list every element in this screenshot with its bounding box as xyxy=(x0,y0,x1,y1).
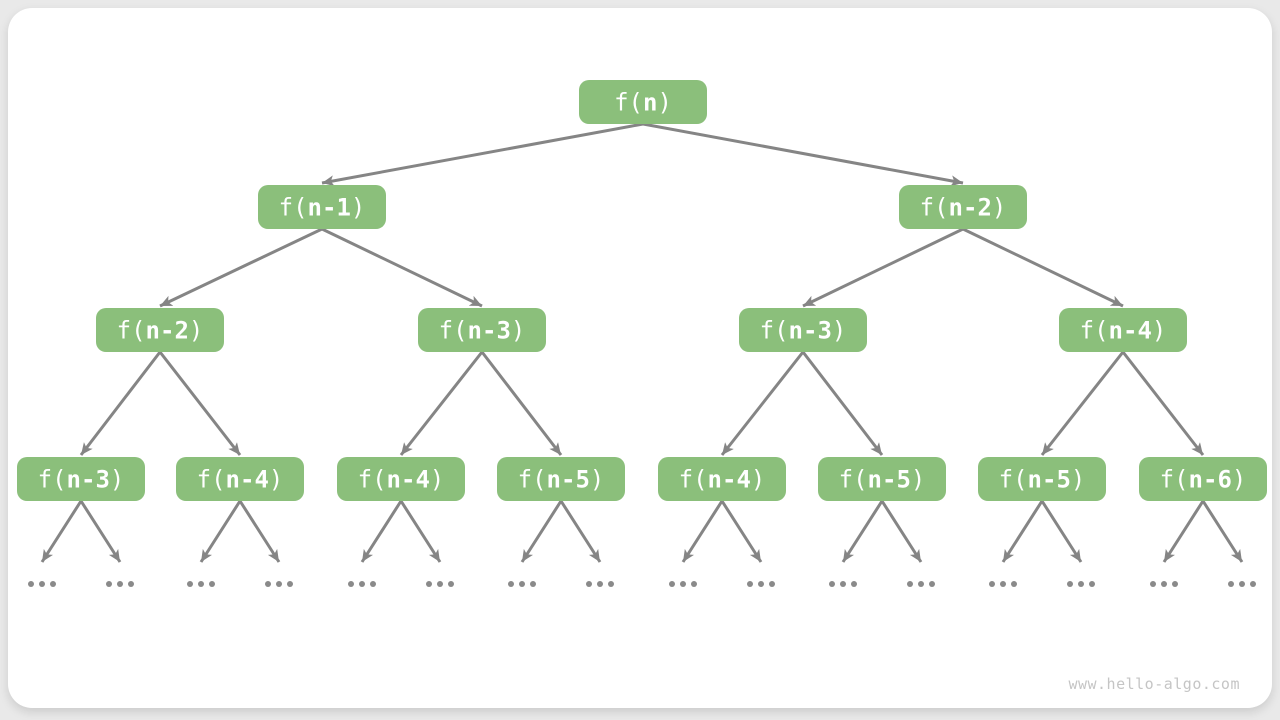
ellipsis-dots xyxy=(669,581,697,587)
edge-arrow xyxy=(238,500,281,563)
tree-node: f(n-3) xyxy=(739,308,867,352)
ellipsis-dots xyxy=(187,581,215,587)
edge-arrow xyxy=(159,227,323,308)
node-label: f(n-3) xyxy=(439,317,526,345)
edge-arrow xyxy=(1040,351,1125,456)
edge-arrow xyxy=(962,227,1124,308)
edge-arrow xyxy=(321,122,644,187)
ellipsis-dots xyxy=(426,581,454,587)
edge-arrow xyxy=(1121,351,1205,456)
node-label: f(n-4) xyxy=(679,466,766,494)
ellipsis-dots xyxy=(1067,581,1095,587)
node-label: f(n-1) xyxy=(279,194,366,222)
ellipsis-dots xyxy=(829,581,857,587)
edge-arrow xyxy=(642,122,964,187)
tree-node: f(n-2) xyxy=(96,308,224,352)
edge-arrow xyxy=(158,351,242,456)
edge-arrow xyxy=(1201,500,1244,563)
node-label: f(n-5) xyxy=(518,466,605,494)
edge-arrow xyxy=(520,500,563,563)
node-label: f(n-4) xyxy=(358,466,445,494)
edge-arrow xyxy=(681,500,724,563)
tree-node: f(n-4) xyxy=(176,457,304,501)
tree-node: f(n-2) xyxy=(899,185,1027,229)
edge-arrow xyxy=(399,500,442,563)
node-label: f(n-3) xyxy=(38,466,125,494)
edge-arrow xyxy=(40,500,83,563)
node-label: f(n-2) xyxy=(117,317,204,345)
tree-node: f(n-5) xyxy=(497,457,625,501)
edge-arrow xyxy=(801,351,884,456)
ellipsis-dots xyxy=(989,581,1017,587)
node-label: f(n-5) xyxy=(839,466,926,494)
tree-node: f(n-1) xyxy=(258,185,386,229)
edge-arrow xyxy=(720,351,805,456)
tree-node: f(n) xyxy=(579,80,707,124)
ellipsis-dots xyxy=(1150,581,1178,587)
tree-node: f(n-3) xyxy=(418,308,546,352)
node-label: f(n-4) xyxy=(1080,317,1167,345)
edge-arrow xyxy=(559,500,602,563)
edge-arrow xyxy=(880,500,923,563)
ellipsis-dots xyxy=(106,581,134,587)
ellipsis-dots xyxy=(348,581,376,587)
edge-arrow xyxy=(399,351,484,456)
watermark-text: www.hello-algo.com xyxy=(1068,675,1240,693)
node-label: f(n-2) xyxy=(920,194,1007,222)
edge-arrow xyxy=(321,227,483,308)
node-label: f(n) xyxy=(614,89,672,117)
node-label: f(n-4) xyxy=(197,466,284,494)
node-label: f(n-6) xyxy=(1160,466,1247,494)
ellipsis-dots xyxy=(28,581,56,587)
node-label: f(n-5) xyxy=(999,466,1086,494)
edge-arrow xyxy=(1001,500,1044,563)
edge-arrow xyxy=(480,351,563,456)
edge-arrow xyxy=(79,351,162,456)
tree-node: f(n-3) xyxy=(17,457,145,501)
tree-node: f(n-5) xyxy=(818,457,946,501)
tree-node: f(n-4) xyxy=(658,457,786,501)
edge-arrow xyxy=(841,500,884,563)
ellipsis-dots xyxy=(907,581,935,587)
ellipsis-dots xyxy=(586,581,614,587)
node-label: f(n-3) xyxy=(760,317,847,345)
ellipsis-dots xyxy=(265,581,293,587)
tree-node: f(n-6) xyxy=(1139,457,1267,501)
edge-arrow xyxy=(79,500,122,563)
tree-node: f(n-5) xyxy=(978,457,1106,501)
edge-arrow xyxy=(1040,500,1083,563)
tree-node: f(n-4) xyxy=(337,457,465,501)
tree-node: f(n-4) xyxy=(1059,308,1187,352)
ellipsis-dots xyxy=(508,581,536,587)
ellipsis-dots xyxy=(747,581,775,587)
edge-arrow xyxy=(199,500,242,563)
edge-arrow xyxy=(720,500,763,563)
edge-arrow xyxy=(1162,500,1205,563)
edge-arrow xyxy=(360,500,403,563)
ellipsis-dots xyxy=(1228,581,1256,587)
edge-arrow xyxy=(802,227,964,308)
